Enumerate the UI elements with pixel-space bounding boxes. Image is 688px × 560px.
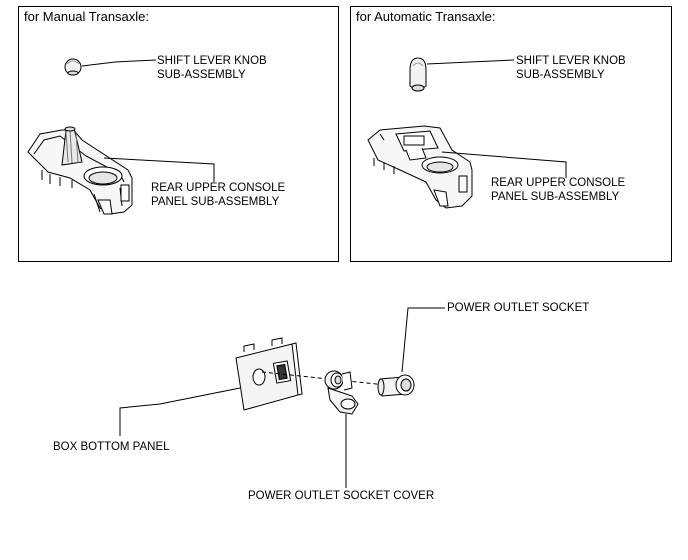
automatic-panel-title: for Automatic Transaxle: [356,9,496,24]
automatic-console-label-line1: REAR UPPER CONSOLE [491,177,626,189]
manual-console-label-line1: REAR UPPER CONSOLE [151,182,286,194]
power-outlet-socket-leader [401,307,445,373]
power-outlet-socket-cover-drawing [324,370,359,415]
manual-knob-label-line1: SHIFT LEVER KNOB [157,55,267,67]
automatic-console-leader [441,151,567,178]
manual-knob-drawing [64,58,82,76]
automatic-knob-label: SHIFT LEVER KNOB SUB-ASSEMBLY [516,54,626,82]
manual-console-leader [103,157,215,182]
box-bottom-panel-drawing [235,337,303,411]
automatic-knob-label-line1: SHIFT LEVER KNOB [516,55,626,67]
manual-knob-label-line2: SUB-ASSEMBLY [157,69,246,81]
automatic-knob-drawing [409,57,427,92]
automatic-console-label: REAR UPPER CONSOLE PANEL SUB-ASSEMBLY [491,176,625,204]
power-outlet-socket-cover-label: POWER OUTLET SOCKET COVER [248,490,435,502]
power-outlet-socket-drawing [377,374,415,397]
automatic-console-drawing [367,125,473,209]
manual-console-label-line2: PANEL SUB-ASSEMBLY [151,196,280,208]
manual-knob-label: SHIFT LEVER KNOB SUB-ASSEMBLY [157,54,267,82]
power-outlet-socket-label: POWER OUTLET SOCKET [447,302,590,314]
box-bottom-panel-label: BOX BOTTOM PANEL [53,441,170,453]
automatic-console-label-line2: PANEL SUB-ASSEMBLY [491,191,620,203]
manual-console-drawing [27,126,133,215]
automatic-knob-leader [426,59,515,65]
manual-panel-title: for Manual Transaxle: [24,9,150,24]
box-bottom-panel-leader [119,387,241,436]
manual-console-label: REAR UPPER CONSOLE PANEL SUB-ASSEMBLY [151,181,285,209]
automatic-knob-label-line2: SUB-ASSEMBLY [516,69,605,81]
manual-knob-leader [81,59,157,67]
